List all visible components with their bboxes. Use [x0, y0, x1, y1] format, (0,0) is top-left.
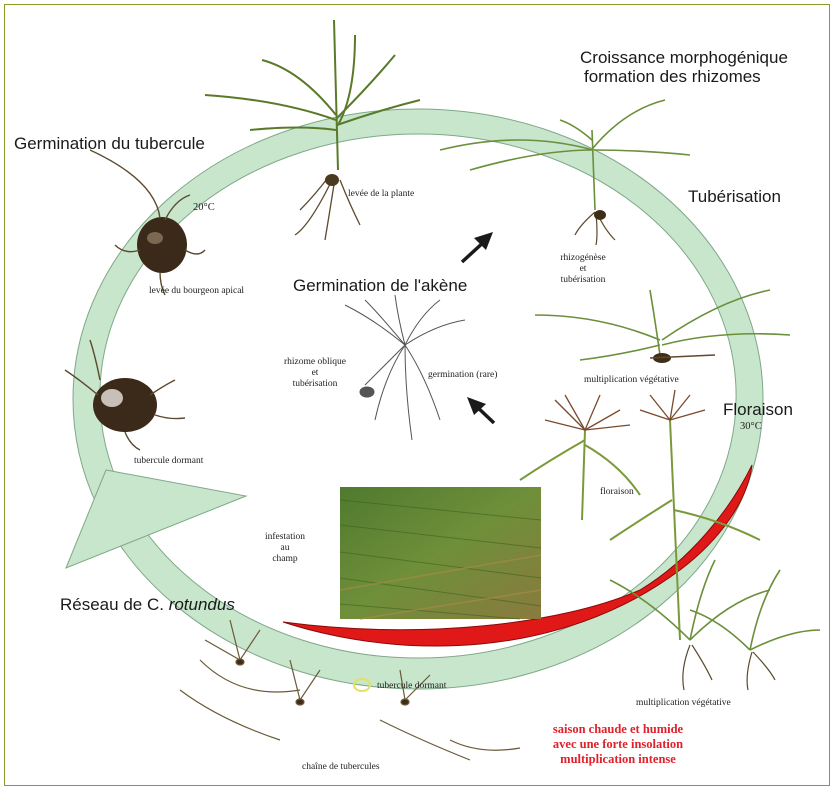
stage-morphogenic-line1: Croissance morphogénique — [580, 48, 836, 67]
growth-arrows — [462, 232, 494, 423]
stage-achene-germination: Germination de l'akène — [293, 276, 467, 296]
label-rare-germination: germination (rare) — [428, 370, 497, 380]
label-rhizogenesis: rhizogénèse et tubérisation — [548, 253, 618, 286]
field-photo — [340, 487, 541, 619]
label-rhizogenesis-line1: rhizogénèse — [548, 253, 618, 264]
season-note: saison chaude et humide avec une forte i… — [520, 722, 716, 767]
label-oblique-rhizome-line3: tubérisation — [272, 379, 358, 390]
label-rhizogenesis-line2: et — [548, 264, 618, 275]
label-oblique-rhizome-line1: rhizome oblique — [272, 357, 358, 368]
label-field-infestation: infestation au champ — [258, 532, 312, 565]
label-oblique-rhizome: rhizome oblique et tubérisation — [272, 357, 358, 390]
label-field-infestation-line2: au — [258, 543, 312, 554]
label-dormant-tuber-1: tubercule dormant — [134, 456, 203, 466]
label-tuber-chain: chaîne de tubercules — [302, 762, 380, 772]
label-plant-emergence: levée de la plante — [348, 189, 414, 199]
label-field-infestation-line1: infestation — [258, 532, 312, 543]
stage-morphogenic-line2: formation des rhizomes — [580, 67, 836, 86]
temperature-low: 20°C — [193, 202, 215, 213]
bottom-right-plant-illustration — [610, 560, 820, 690]
label-field-infestation-line3: champ — [258, 554, 312, 565]
stage-tuber-germination: Germination du tubercule — [14, 134, 205, 154]
label-rhizogenesis-line3: tubérisation — [548, 275, 618, 286]
stage-flowering: Floraison — [723, 400, 793, 420]
label-oblique-rhizome-line2: et — [272, 368, 358, 379]
achene-sketch-illustration — [345, 295, 465, 440]
stage-tuberisation: Tubérisation — [688, 187, 781, 207]
temperature-high: 30°C — [740, 421, 762, 432]
season-note-line1: saison chaude et humide — [520, 722, 716, 737]
label-vegetative-multiplication-1: multiplication végétative — [584, 375, 679, 385]
season-note-line2: avec une forte insolation — [520, 737, 716, 752]
stage-network: Réseau de C. rotundus — [60, 595, 235, 615]
stage-morphogenic-growth: Croissance morphogénique formation des r… — [580, 48, 836, 86]
label-vegetative-multiplication-2: multiplication végétative — [636, 698, 731, 708]
label-flowering-small: floraison — [600, 487, 634, 497]
stage-network-species: rotundus — [169, 595, 235, 614]
label-dormant-tuber-2: tubercule dormant — [377, 681, 446, 691]
season-note-line3: multiplication intense — [520, 752, 716, 767]
stage-network-prefix: Réseau de C. — [60, 595, 164, 614]
label-apical-bud: levée du bourgeon apical — [149, 286, 244, 296]
